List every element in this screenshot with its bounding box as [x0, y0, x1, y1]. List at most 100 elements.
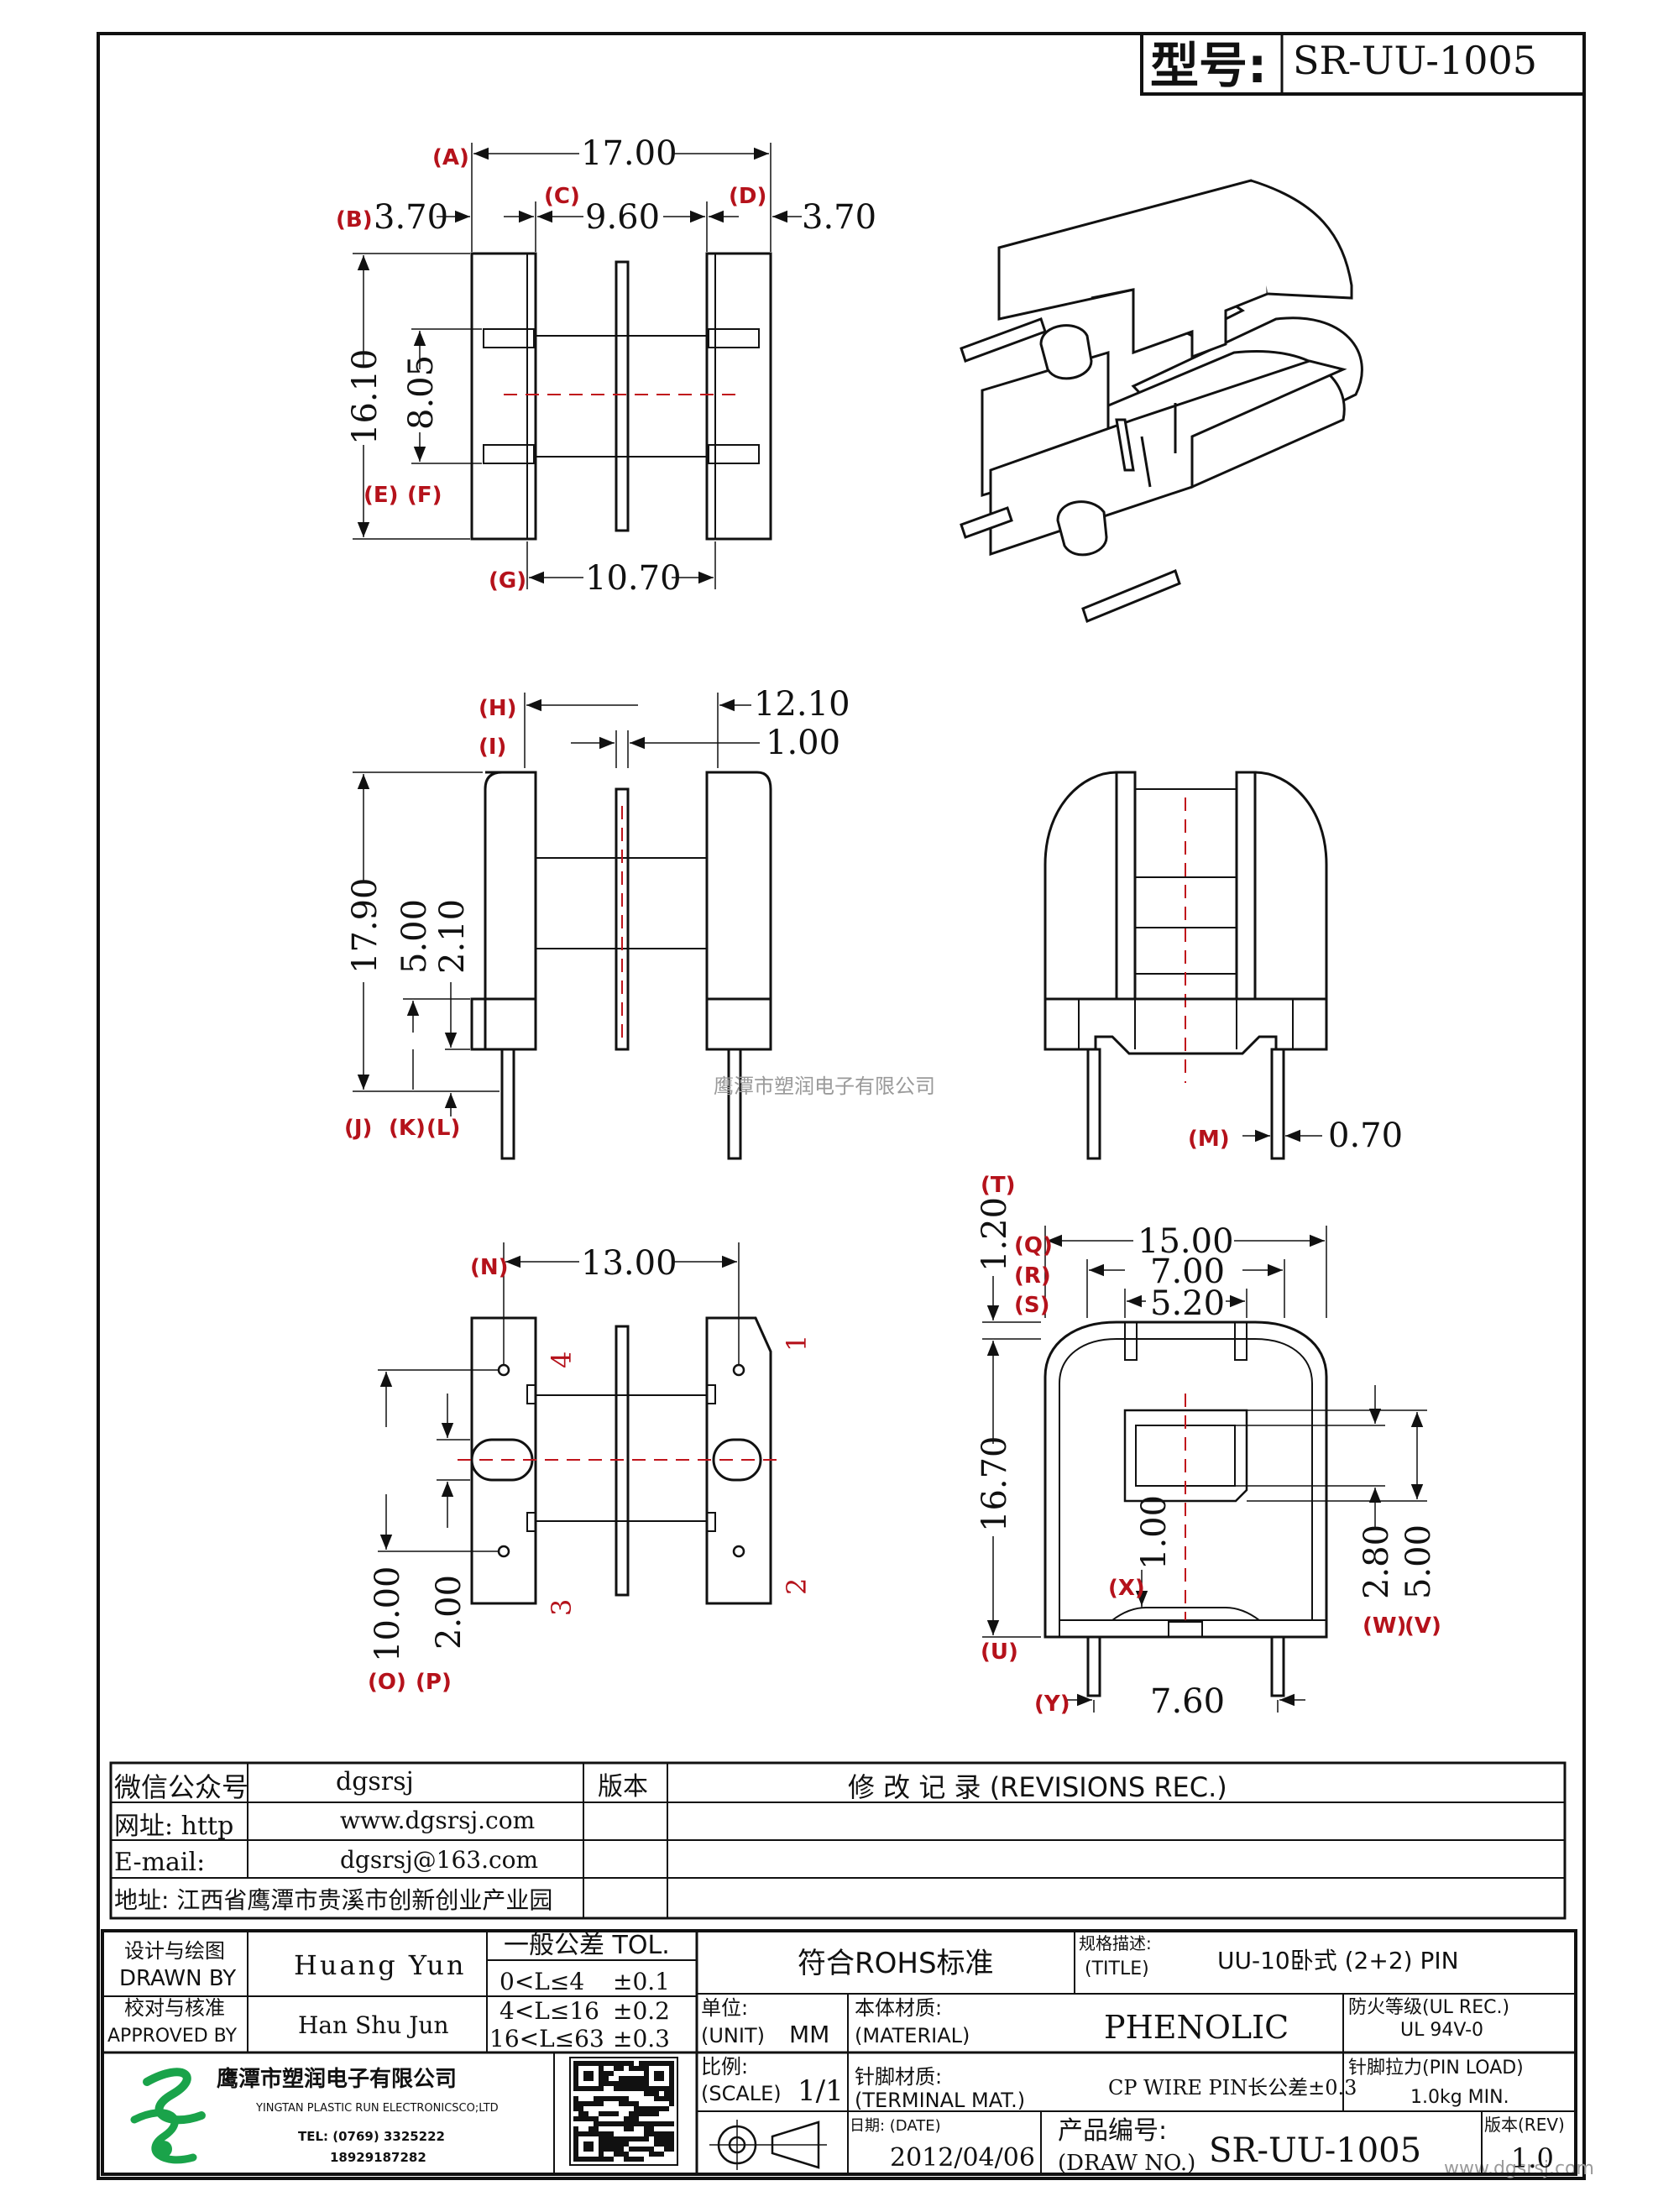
label-o: (O)	[368, 1670, 406, 1695]
dim-d: 3.70	[802, 198, 876, 237]
rohs: 符合ROHS标准	[798, 1947, 994, 1980]
top-view: 17.00 (A) 3.70 (B) 9.60 (C) 3.70 (D) 16.…	[336, 134, 876, 598]
tol-range-2: 4<L≤16	[500, 1997, 599, 2025]
company-logo-icon	[130, 2068, 206, 2164]
pin-1: 1	[781, 1335, 813, 1352]
dim-u: 16.70	[975, 1435, 1014, 1532]
qr-code-icon	[569, 2057, 678, 2166]
drawno-cn: 产品编号:	[1058, 2116, 1167, 2146]
tol-title: 一般公差 TOL.	[504, 1931, 670, 1960]
date-value: 2012/04/06	[890, 2143, 1035, 2173]
info-table: 微信公众号 dgsrsj 网址: http www.dgsrsj.com E-m…	[109, 1761, 1567, 1920]
email-label: E-mail:	[114, 1848, 205, 1877]
address: 地址: 江西省鹰潭市贵溪市创新创业产业园	[114, 1886, 552, 1914]
dim-x: 1.00	[1135, 1495, 1174, 1570]
fire-value: UL 94V-0	[1400, 2020, 1483, 2041]
label-t: (T)	[981, 1173, 1016, 1198]
label-f: (F)	[407, 483, 442, 508]
end-view: 0.70 (M)	[1043, 771, 1403, 1160]
sheet-border	[97, 32, 1586, 2180]
dim-f: 8.05	[402, 355, 441, 430]
drawno-value: SR-UU-1005	[1209, 2131, 1421, 2170]
company-mobile: 18929187282	[330, 2150, 426, 2165]
dim-w: 2.80	[1357, 1524, 1396, 1599]
dim-n: 13.00	[581, 1244, 677, 1283]
pin-3: 3	[546, 1599, 578, 1616]
material-value: PHENOLIC	[1104, 2009, 1289, 2046]
model-value: SR-UU-1005	[1293, 38, 1537, 83]
dim-v: 5.00	[1399, 1524, 1438, 1599]
label-l: (L)	[426, 1116, 460, 1141]
dim-o: 10.00	[369, 1566, 407, 1662]
dim-r: 7.00	[1150, 1252, 1225, 1291]
rev-value: 1.0	[1511, 2142, 1554, 2174]
rev-cn: 版本(REV)	[1484, 2115, 1565, 2135]
watermark: 鹰潭市塑润电子有限公司	[714, 1075, 935, 1098]
dim-s: 5.20	[1150, 1284, 1225, 1323]
model-box: 型号: SR-UU-1005	[1140, 32, 1586, 96]
dim-b: 3.70	[374, 198, 448, 237]
bottom-view: 4 1 3 2 13.00 (N) 10.00 (O) 2.00 (P)	[368, 1242, 813, 1695]
dim-e: 16.10	[346, 348, 384, 445]
tol-range-1: 0<L≤4	[500, 1968, 584, 1995]
company-tel: TEL: (0769) 3325222	[298, 2129, 445, 2144]
fire-cn: 防火等级(UL REC.)	[1348, 1997, 1509, 2018]
dim-i: 1.00	[766, 724, 840, 762]
isometric-view	[960, 179, 1363, 623]
model-label: 型号:	[1150, 37, 1267, 94]
designer: Huang Yun	[294, 1949, 466, 1981]
wechat-value: dgsrsj	[336, 1767, 414, 1796]
label-g: (G)	[489, 568, 526, 594]
dim-l: 2.10	[433, 899, 472, 974]
pinload-value: 1.0kg MIN.	[1410, 2087, 1509, 2108]
checker: Han Shu Jun	[298, 2011, 448, 2039]
web-label: 网址: http	[114, 1812, 233, 1841]
pinload-cn: 针脚拉力(PIN LOAD)	[1348, 2058, 1524, 2079]
web-value: www.dgsrsj.com	[340, 1807, 535, 1834]
side-view: 12.10 (H) 1.00 (I) 17.90 (J) 5.00 (K) 2.…	[344, 685, 850, 1160]
dim-t: 1.20	[975, 1197, 1014, 1272]
dim-a: 17.00	[581, 134, 677, 173]
version-label: 版本	[598, 1772, 648, 1801]
pin-4: 4	[546, 1352, 578, 1368]
label-v: (V)	[1404, 1613, 1441, 1639]
title-cn: 规格描述:	[1079, 1933, 1152, 1953]
company-name-en: YINGTAN PLASTIC RUN ELECTRONICSCO;LTD	[255, 2102, 499, 2115]
label-h: (H)	[479, 696, 517, 721]
tol-value-2: ±0.2	[613, 1997, 670, 2025]
label-s: (S)	[1014, 1293, 1050, 1318]
label-q: (Q)	[1014, 1233, 1053, 1258]
title-value: UU-10卧式 (2+2) PIN	[1217, 1947, 1459, 1974]
unit-en: (UNIT)	[701, 2024, 765, 2047]
label-w: (W)	[1363, 1613, 1406, 1639]
projection-symbol-icon	[709, 2120, 827, 2170]
dim-y: 7.60	[1150, 1682, 1225, 1721]
unit-cn: 单位:	[701, 1996, 748, 2020]
scale-value: 1/1	[798, 2074, 844, 2108]
dim-q: 15.00	[1138, 1222, 1234, 1261]
email-value: dgsrsj@163.com	[340, 1846, 538, 1874]
design-en: DRAWN BY	[119, 1966, 236, 1991]
unit-value: MM	[789, 2021, 829, 2048]
label-n: (N)	[470, 1255, 509, 1280]
dim-h: 12.10	[754, 685, 850, 724]
label-r: (R)	[1014, 1263, 1051, 1289]
title-block: 设计与绘图 DRAWN BY Huang Yun 校对与核准 APPROVED …	[101, 1929, 1577, 2176]
label-u: (U)	[981, 1639, 1018, 1665]
label-j: (J)	[344, 1116, 372, 1141]
terminal-cn: 针脚材质:	[855, 2065, 942, 2089]
dim-k: 5.00	[395, 899, 434, 974]
title-en: (TITLE)	[1085, 1958, 1149, 1979]
wechat-label: 微信公众号	[114, 1771, 248, 1803]
design-cn: 设计与绘图	[124, 1939, 225, 1963]
check-cn: 校对与核准	[124, 1996, 225, 2020]
check-en: APPROVED BY	[107, 2026, 238, 2047]
label-d: (D)	[729, 184, 766, 209]
dim-m: 0.70	[1328, 1116, 1403, 1155]
label-y: (Y)	[1034, 1692, 1070, 1717]
label-e: (E)	[364, 483, 399, 508]
tol-value-3: ±0.3	[613, 2025, 670, 2053]
label-b: (B)	[336, 207, 373, 233]
dim-c: 9.60	[585, 198, 660, 237]
tol-value-1: ±0.1	[613, 1968, 670, 1995]
